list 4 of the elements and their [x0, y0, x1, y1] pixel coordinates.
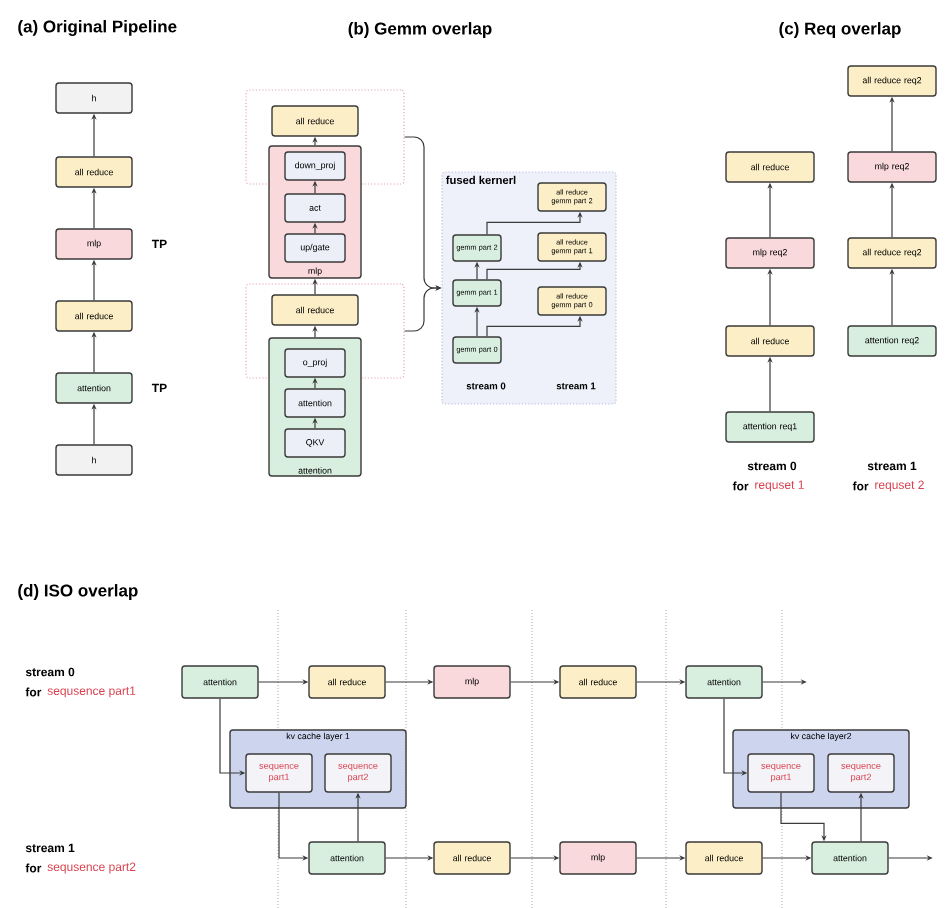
panel-title: (d) ISO overlap [18, 584, 138, 600]
panel-title: (b) Gemm overlap [348, 22, 492, 38]
panel-title: (c) Req overlap [779, 22, 901, 38]
panel-title: (a) Original Pipeline [18, 20, 177, 36]
